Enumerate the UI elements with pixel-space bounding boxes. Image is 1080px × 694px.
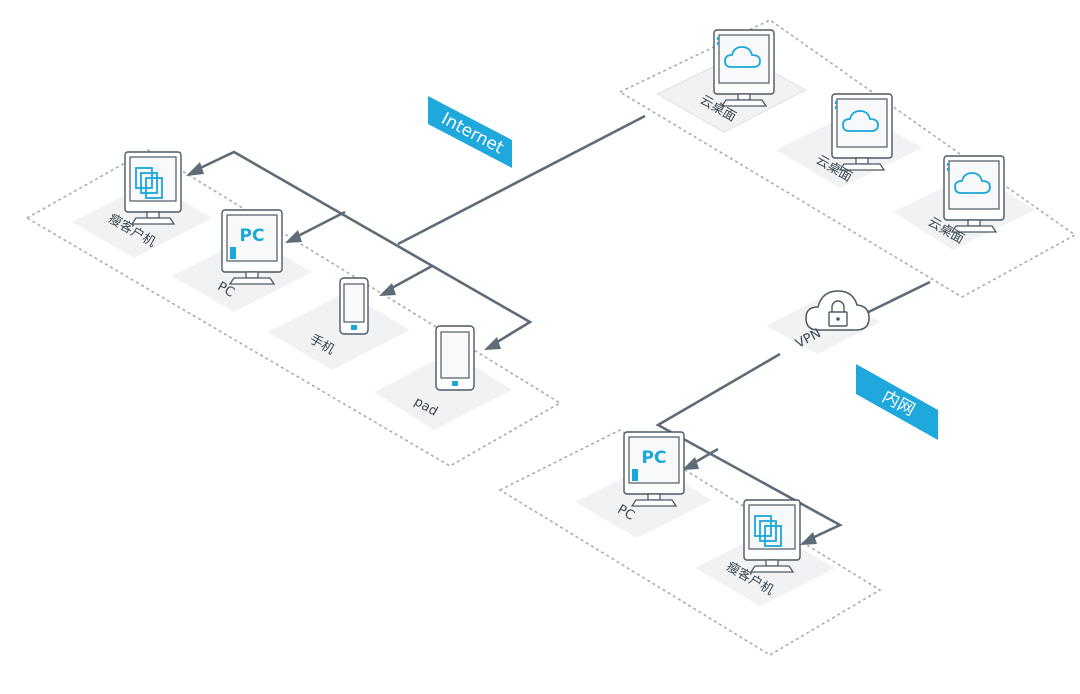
monitor-icon	[743, 499, 801, 573]
cloud-desktop-1: 云桌面	[656, 29, 807, 133]
windows-stack-icon	[135, 167, 163, 199]
pc-screen-text: PC	[240, 226, 265, 246]
monitor-icon	[943, 155, 1005, 233]
pc-right: PC PC	[575, 431, 712, 538]
monitor-icon: PC	[623, 431, 685, 507]
monitor-icon	[831, 93, 893, 171]
intranet-banner: 内网	[856, 364, 938, 440]
tablet-icon	[435, 325, 475, 391]
group-border-intranet-devices	[498, 429, 882, 656]
cloud-icon	[954, 172, 991, 194]
pc-screen-text: PC	[642, 448, 667, 468]
thin-client-right: 瘦客户机	[695, 499, 835, 606]
link-thin-client-pad	[195, 150, 533, 346]
link-internet-main	[397, 114, 646, 246]
arrow-phone	[379, 283, 396, 296]
pc-left: PC PC	[172, 209, 312, 312]
pad-node: pad	[374, 325, 512, 430]
phone-node: 手机	[268, 277, 410, 370]
cloud-desktop-3: 云桌面	[893, 155, 1035, 250]
cloud-icon	[842, 110, 879, 132]
monitor-icon: PC	[221, 209, 283, 285]
windows-stack-icon	[754, 515, 782, 547]
lock-cloud-icon	[805, 290, 870, 331]
arrow-thin-client-right	[800, 532, 817, 545]
monitor-icon	[713, 29, 775, 107]
link-intranet-main	[655, 352, 843, 541]
link-pc-left	[295, 210, 346, 239]
cloud-icon	[724, 46, 761, 68]
cloud-desktop-2: 云桌面	[776, 93, 922, 188]
arrow-pad	[484, 337, 501, 350]
link-phone	[389, 264, 433, 291]
thin-client-left: 瘦客户机	[72, 151, 212, 258]
monitor-icon	[124, 151, 182, 225]
arrow-thin-client-left	[186, 162, 204, 176]
vpn-node: VPN	[766, 290, 880, 354]
internet-banner: Internet	[428, 96, 512, 168]
group-border-left-devices	[25, 149, 562, 467]
pc-label: PC	[215, 279, 237, 300]
arrow-pc-right	[682, 457, 699, 470]
pc-label: PC	[615, 502, 637, 523]
arrow-pc-left	[285, 230, 302, 243]
phone-icon	[339, 277, 369, 335]
